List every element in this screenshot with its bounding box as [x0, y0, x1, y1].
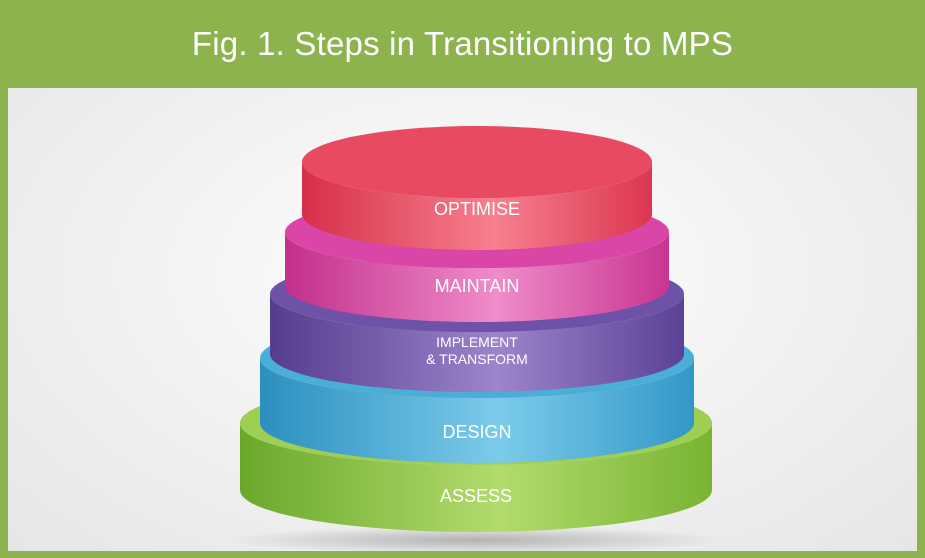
layer-optimise: OPTIMISE [302, 126, 652, 250]
layer-stack: ASSESS DESIGN IMPLEMENT & TRANSFORM MAIN… [225, 126, 725, 551]
diagram-panel: ASSESS DESIGN IMPLEMENT & TRANSFORM MAIN… [8, 88, 917, 551]
figure-title: Fig. 1. Steps in Transitioning to MPS [191, 25, 734, 62]
layer-assess-label: ASSESS [440, 486, 512, 506]
layer-design-label: DESIGN [442, 422, 511, 442]
layer-maintain-label: MAINTAIN [435, 276, 520, 296]
layer-implement-label: IMPLEMENT [436, 334, 518, 350]
stack-shadow [225, 526, 725, 551]
figure-header: Fig. 1. Steps in Transitioning to MPS [0, 0, 925, 88]
layer-transform-label: & TRANSFORM [426, 351, 528, 367]
layer-optimise-label: OPTIMISE [434, 199, 520, 219]
